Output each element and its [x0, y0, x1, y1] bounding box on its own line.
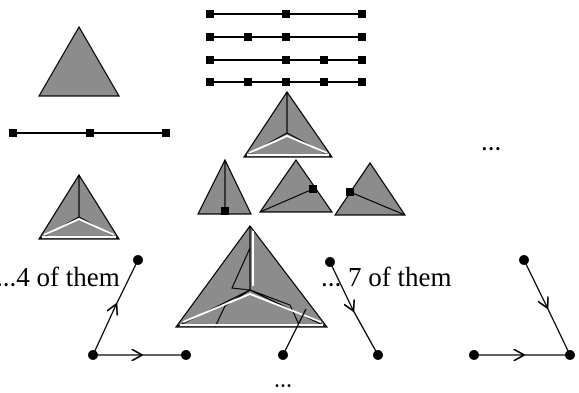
right-ellipsis: ...	[481, 126, 502, 156]
subdivided-triangle-large	[174, 224, 329, 328]
arrow-graph-left	[88, 255, 191, 360]
arrow-graph-right	[469, 255, 575, 360]
subdivided-triangle-small	[37, 173, 121, 240]
partial-triangle-c	[333, 161, 407, 216]
interval-one-split	[9, 129, 170, 137]
arrow-graph-middle	[278, 257, 383, 360]
interval-stack	[206, 10, 366, 86]
simple-triangle	[37, 25, 121, 97]
left-count-label: ...4 of them	[0, 262, 120, 292]
subdivided-triangle-center	[242, 90, 334, 158]
bottom-ellipsis: ...	[274, 367, 292, 393]
partial-triangle-a	[197, 158, 252, 215]
partial-triangle-b	[258, 158, 334, 213]
right-count-label: ... 7 of them	[321, 262, 452, 292]
